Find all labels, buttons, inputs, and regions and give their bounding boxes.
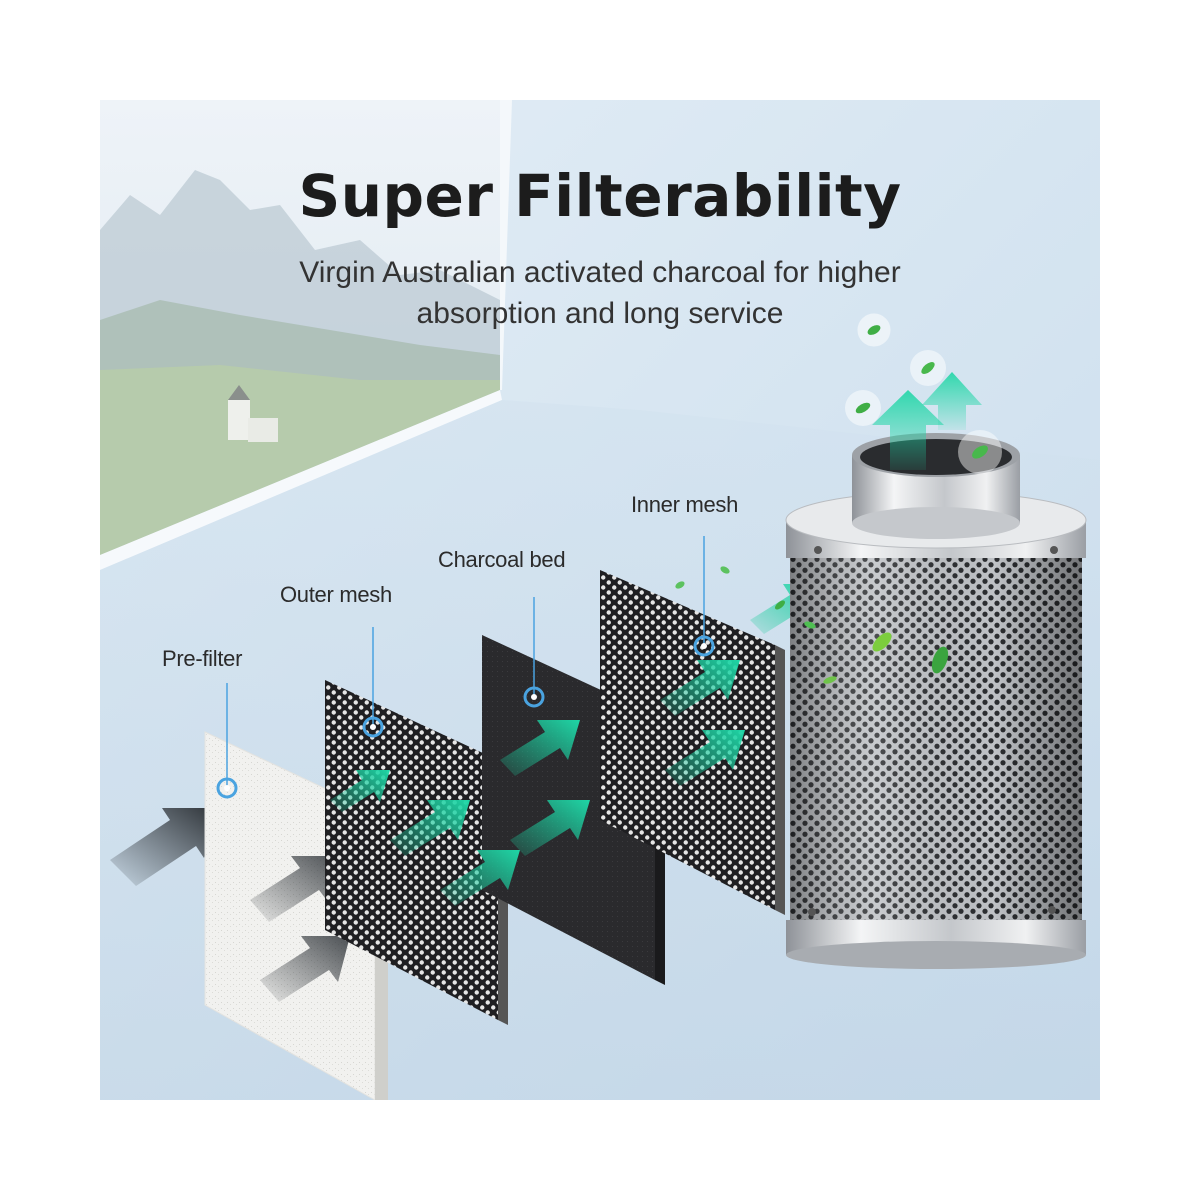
pre-filter-marker-dot	[224, 785, 230, 791]
callouts	[216, 536, 715, 799]
subheadline-line-1: Virgin Australian activated charcoal for…	[299, 256, 901, 289]
window-frame	[500, 100, 512, 390]
leaf-bubbles	[675, 313, 1002, 684]
pre-filter-arrows	[250, 856, 350, 1002]
outer-mesh-marker	[362, 716, 384, 738]
label-pre-filter: Pre-filter	[162, 646, 243, 671]
outer-mesh-marker-dot	[370, 724, 376, 730]
label-charcoal-bed: Charcoal bed	[438, 547, 566, 572]
window-sill	[100, 390, 502, 570]
subheadline-line-2: absorption and long service	[416, 297, 784, 330]
inner-mesh-marker-dot	[701, 643, 707, 649]
charcoal-bed-marker	[523, 686, 545, 708]
outflow-arrows	[872, 372, 982, 470]
carbon-filter-can	[785, 433, 1087, 969]
infographic: Super Filterability Virgin Australian ac…	[100, 100, 1100, 1100]
label-outer-mesh: Outer mesh	[280, 582, 392, 607]
label-inner-mesh: Inner mesh	[631, 492, 739, 517]
subheadline: Virgin Australian activated charcoal for…	[220, 252, 980, 334]
pre-filter-marker	[216, 777, 238, 799]
inner-mesh-marker	[693, 635, 715, 657]
filter-diagram	[100, 100, 1100, 1100]
inner-mesh-layer	[600, 570, 785, 915]
charcoal-bed-marker-dot	[531, 694, 537, 700]
window-landscape	[100, 100, 510, 555]
headline: Super Filterability	[298, 162, 902, 230]
